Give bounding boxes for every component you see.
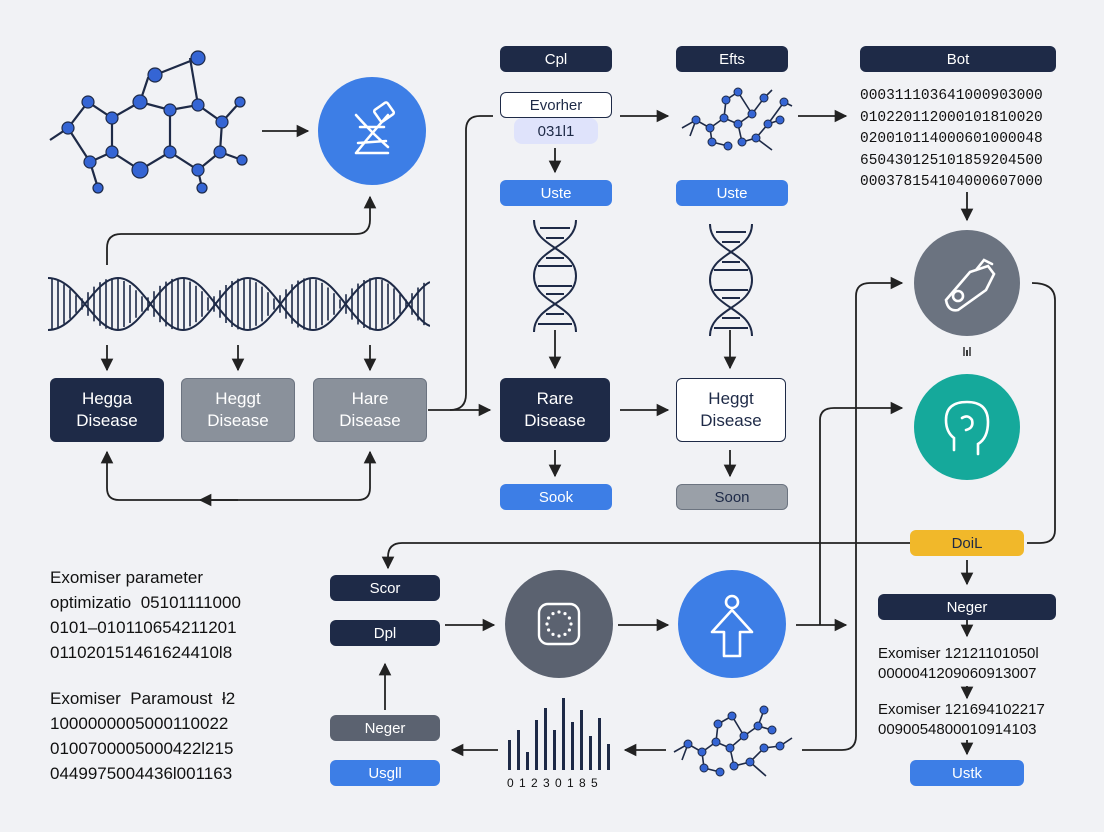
- neger-right-label[interactable]: Neger: [878, 594, 1056, 620]
- histogram-bar: [562, 698, 565, 770]
- left-text-b1-l3: 0101–010110654211201: [50, 618, 237, 637]
- disease-box-hegga[interactable]: Hegga Disease: [50, 378, 164, 442]
- dna-rungs: [51, 278, 425, 330]
- spinner-dot: [569, 622, 573, 626]
- sook-button[interactable]: Sook: [500, 484, 612, 510]
- connector-arrows: [100, 109, 1056, 757]
- disease-box-heggt[interactable]: Heggt Disease: [181, 378, 295, 442]
- histogram-bar: [544, 708, 547, 770]
- spinner-dot: [563, 612, 567, 616]
- spinner-dot: [551, 612, 555, 616]
- uste-right-button[interactable]: Uste: [676, 180, 788, 206]
- histogram-bar: [607, 744, 610, 770]
- molecule-graphic: [49, 50, 248, 194]
- evorher-label[interactable]: Evorher: [500, 92, 612, 118]
- histogram-bar: [526, 752, 529, 770]
- teal-head-circle[interactable]: [914, 374, 1020, 480]
- right-output-line4: 0090054800010914103: [878, 721, 1037, 738]
- molecule-small-graphic: [681, 87, 793, 151]
- dna-tool-icon: [354, 101, 396, 155]
- spinner-dot: [557, 610, 561, 614]
- dna-helix-right: [708, 224, 754, 336]
- left-text-b2-l4: 0449975004436l001163: [50, 764, 233, 783]
- histogram-axis: 0 1 2 3 0 1 8 5: [507, 776, 599, 790]
- cpl-label[interactable]: Cpl: [500, 46, 612, 72]
- spinner-dot: [563, 632, 567, 636]
- spinner-dot: [567, 628, 571, 632]
- efts-label[interactable]: Efts: [676, 46, 788, 72]
- matrix-row: 010220112000101810020: [860, 109, 1043, 126]
- matrix-row: 000378154104000607000: [860, 174, 1043, 190]
- spinner-dot: [557, 634, 561, 638]
- left-text-b1-l1: Exomiser parameter: [50, 568, 204, 587]
- left-text-b2-l1: Exomiser Paramoust ł2: [50, 689, 236, 708]
- matrix-row: 000311103641000903000: [860, 88, 1043, 104]
- gray-tool-circle[interactable]: [914, 230, 1020, 336]
- histogram-bar: [589, 736, 592, 770]
- histogram-bar: [535, 720, 538, 770]
- dpl-label[interactable]: Dpl: [330, 620, 440, 646]
- left-text-b2-l2: 1000000005000110022: [50, 714, 229, 733]
- spinner-dot: [547, 616, 551, 620]
- histogram-bar: [553, 730, 556, 770]
- usgll-button[interactable]: Usgll: [330, 760, 440, 786]
- left-text-b1-l4: 011020151461624410l8: [50, 643, 233, 662]
- dna-strand-graphic: [48, 276, 430, 332]
- histogram-bar: [580, 710, 583, 770]
- bot-label[interactable]: Bot: [860, 46, 1056, 72]
- disease-box-hare[interactable]: Hare Disease: [313, 378, 427, 442]
- pause-mark: [963, 347, 971, 356]
- left-text-b2-l3: 0100700005000422l215: [50, 739, 234, 758]
- histogram-bar: [571, 722, 574, 770]
- disease-box-rare[interactable]: Rare Disease: [500, 378, 610, 442]
- right-output-line2: 0000041209060913007: [878, 665, 1037, 682]
- upload-circle[interactable]: [678, 570, 786, 678]
- head-profile-icon: [944, 400, 990, 456]
- matrix-row: 650430125101859204500: [860, 152, 1043, 169]
- loading-circle[interactable]: [505, 570, 613, 678]
- spinner-dot: [547, 628, 551, 632]
- histogram-bar: [508, 740, 511, 770]
- bot-matrix: 000311103641000903000 010220112000101810…: [860, 86, 1060, 194]
- histogram-bars: [508, 698, 610, 770]
- right-output-line3: Exomiser 121694102217: [878, 701, 1045, 718]
- swab-icon: [944, 258, 996, 312]
- spinner-dot: [545, 622, 549, 626]
- spinner-dot: [567, 616, 571, 620]
- right-output-line1: Exomiser 12121101050l: [878, 645, 1039, 662]
- spinner-dot: [551, 632, 555, 636]
- histogram-bar: [598, 718, 601, 770]
- code-chip[interactable]: 031l1: [514, 118, 598, 144]
- person-arrow-icon: [710, 594, 754, 658]
- disease-box-heggt-right[interactable]: Heggt Disease: [676, 378, 786, 442]
- neger-bottom-label[interactable]: Neger: [330, 715, 440, 741]
- ustk-button[interactable]: Ustk: [910, 760, 1024, 786]
- molecule-bottom-graphic: [673, 705, 793, 777]
- matrix-row: 020010114000601000048: [860, 131, 1043, 147]
- spinner-icon: [537, 602, 581, 646]
- histogram-chart: [508, 698, 610, 770]
- dna-helix-left: [532, 220, 578, 332]
- scor-label[interactable]: Scor: [330, 575, 440, 601]
- dna-analysis-circle[interactable]: [318, 77, 426, 185]
- histogram-bar: [517, 730, 520, 770]
- uste-left-button[interactable]: Uste: [500, 180, 612, 206]
- soon-button[interactable]: Soon: [676, 484, 788, 510]
- doil-badge[interactable]: DoiL: [910, 530, 1024, 556]
- left-text-b1-l2: optimizatio 05101111000: [50, 593, 241, 612]
